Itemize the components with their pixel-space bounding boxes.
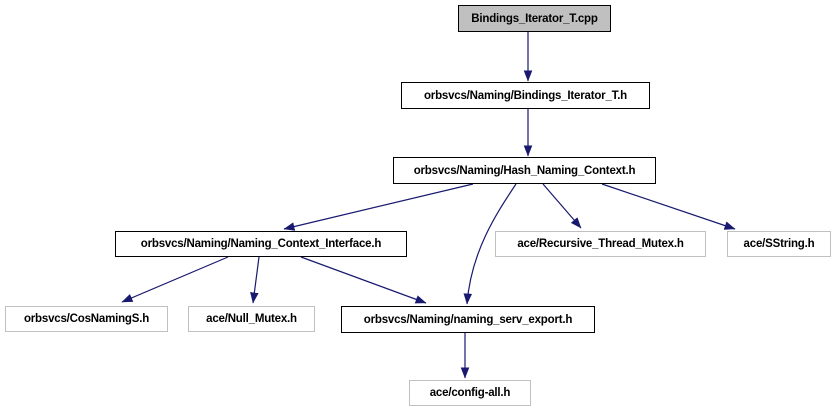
node-bindings-iterator-t-cpp: Bindings_Iterator_T.cpp: [458, 5, 611, 32]
node-naming-serv-export-h[interactable]: orbsvcs/Naming/naming_serv_export.h: [341, 306, 595, 333]
node-naming-context-interface-h[interactable]: orbsvcs/Naming/Naming_Context_Interface.…: [115, 231, 407, 257]
edge-nci-to-cosnamings: [121, 256, 229, 303]
node-null-mutex-h: ace/Null_Mutex.h: [188, 306, 315, 332]
edge-hash-to-recursive-thread-mutex: [542, 183, 582, 229]
node-hash-naming-context-h[interactable]: orbsvcs/Naming/Hash_Naming_Context.h: [393, 157, 656, 184]
node-config-all-h: ace/config-all.h: [409, 380, 531, 406]
edge-nci-to-null-mutex: [250, 256, 260, 304]
node-sstring-h: ace/SString.h: [727, 231, 831, 257]
edge-hash-to-sstring: [601, 183, 736, 230]
node-recursive-thread-mutex-h: ace/Recursive_Thread_Mutex.h: [495, 231, 706, 257]
node-cosnamings-h: orbsvcs/CosNamingS.h: [5, 306, 168, 332]
edge-nci-to-naming-serv-export: [300, 256, 427, 304]
node-bindings-iterator-t-h[interactable]: orbsvcs/Naming/Bindings_Iterator_T.h: [401, 82, 650, 109]
edge-hash-to-naming-context-interface: [283, 183, 474, 231]
